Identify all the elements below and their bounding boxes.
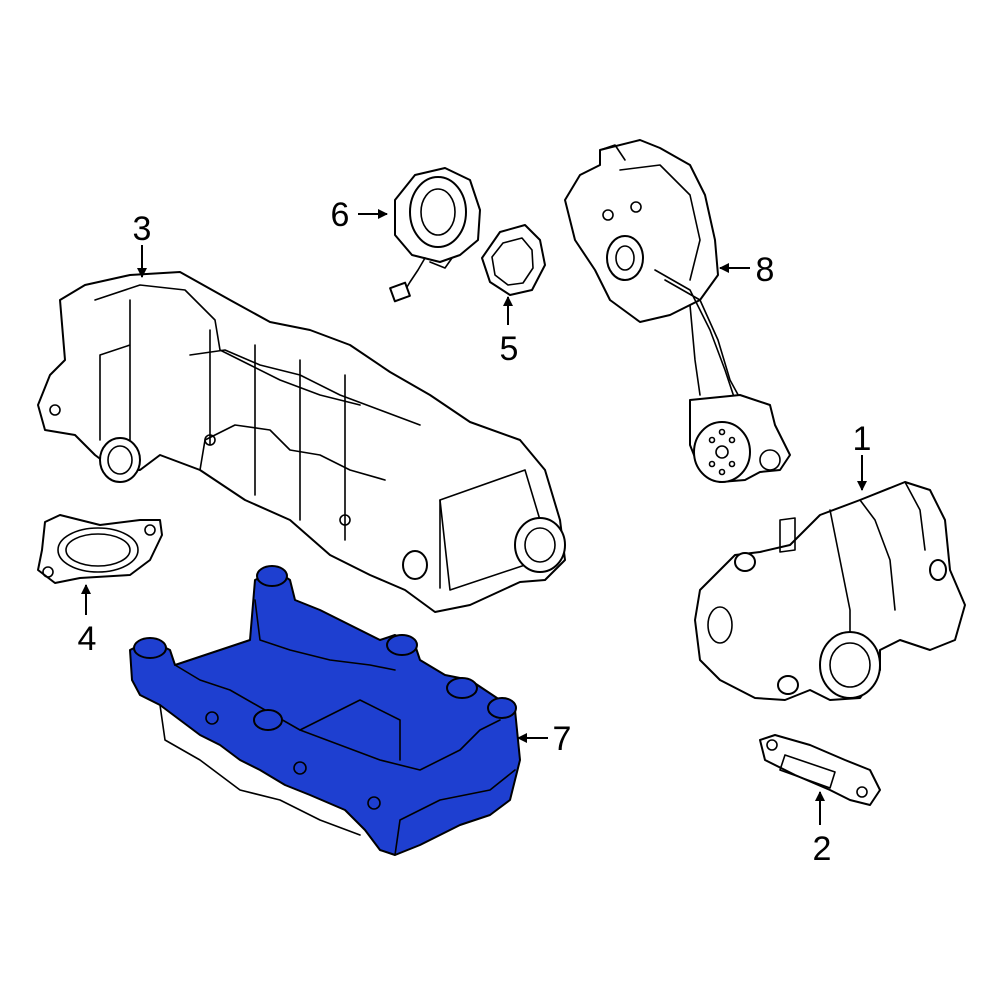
callout-2-label: 2	[813, 830, 832, 868]
callout-2: 2	[813, 791, 832, 868]
part-1-egr-valve[interactable]	[694, 481, 966, 701]
part-6-sensor[interactable]	[389, 167, 481, 303]
callout-8: 8	[719, 251, 775, 289]
part-3-egr-cooler[interactable]	[37, 271, 566, 613]
part-8-actuator[interactable]	[564, 139, 791, 483]
callout-8-label: 8	[756, 251, 775, 289]
callout-3: 3	[133, 210, 152, 278]
callout-4: 4	[78, 584, 97, 658]
callout-1: 1	[853, 420, 872, 491]
callout-6: 6	[331, 196, 388, 234]
callout-7: 7	[517, 720, 572, 758]
callout-4-label: 4	[78, 620, 97, 658]
callout-7-label: 7	[553, 720, 572, 758]
part-2-gasket[interactable]	[759, 734, 881, 806]
part-4-gasket[interactable]	[37, 514, 163, 584]
callout-1-label: 1	[853, 420, 872, 458]
callout-5: 5	[500, 296, 519, 368]
callout-3-label: 3	[133, 210, 152, 248]
callout-6-label: 6	[331, 196, 350, 234]
part-7-bracket-highlighted[interactable]	[129, 565, 521, 856]
callout-5-label: 5	[500, 330, 519, 368]
part-5-gasket[interactable]	[481, 224, 546, 296]
